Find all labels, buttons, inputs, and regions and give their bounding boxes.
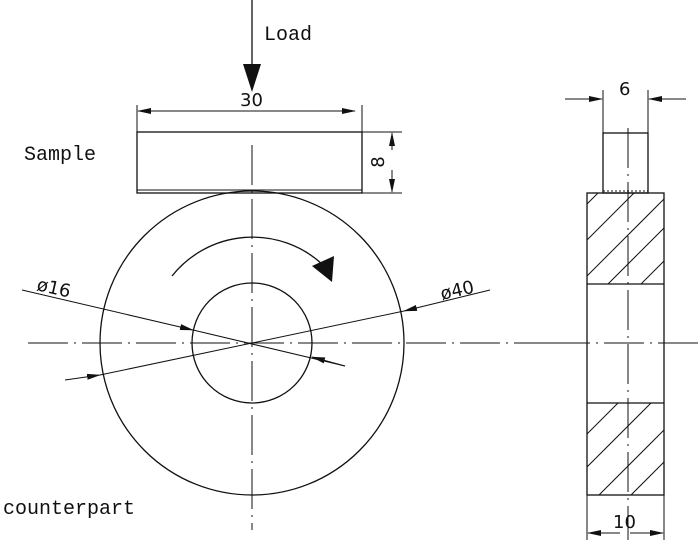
dim-30-text: 30 [240,90,263,111]
rotation-arrow-icon [171,236,334,282]
dimension-sample-length [136,105,363,132]
load-label: Load [264,24,312,47]
counterpart-ring [28,190,580,496]
dimension-ring-width [586,495,665,540]
counterpart-label: counterpart [3,498,135,521]
dimension-sample-height [362,131,402,194]
sample-label: Sample [24,144,96,167]
dim-6-text: 6 [619,79,630,100]
dimension-inner-diameter [21,289,346,367]
section-hatching [586,192,665,496]
dim-d16-text: ø16 [35,274,73,302]
sample-front-view [136,131,363,530]
dim-d40-text: ø40 [438,277,476,305]
dim-8-text: 8 [368,156,389,167]
dim-10-text: 10 [613,512,636,533]
side-view [550,90,700,540]
load-arrow [243,0,261,92]
dimension-outer-diameter [64,289,491,381]
